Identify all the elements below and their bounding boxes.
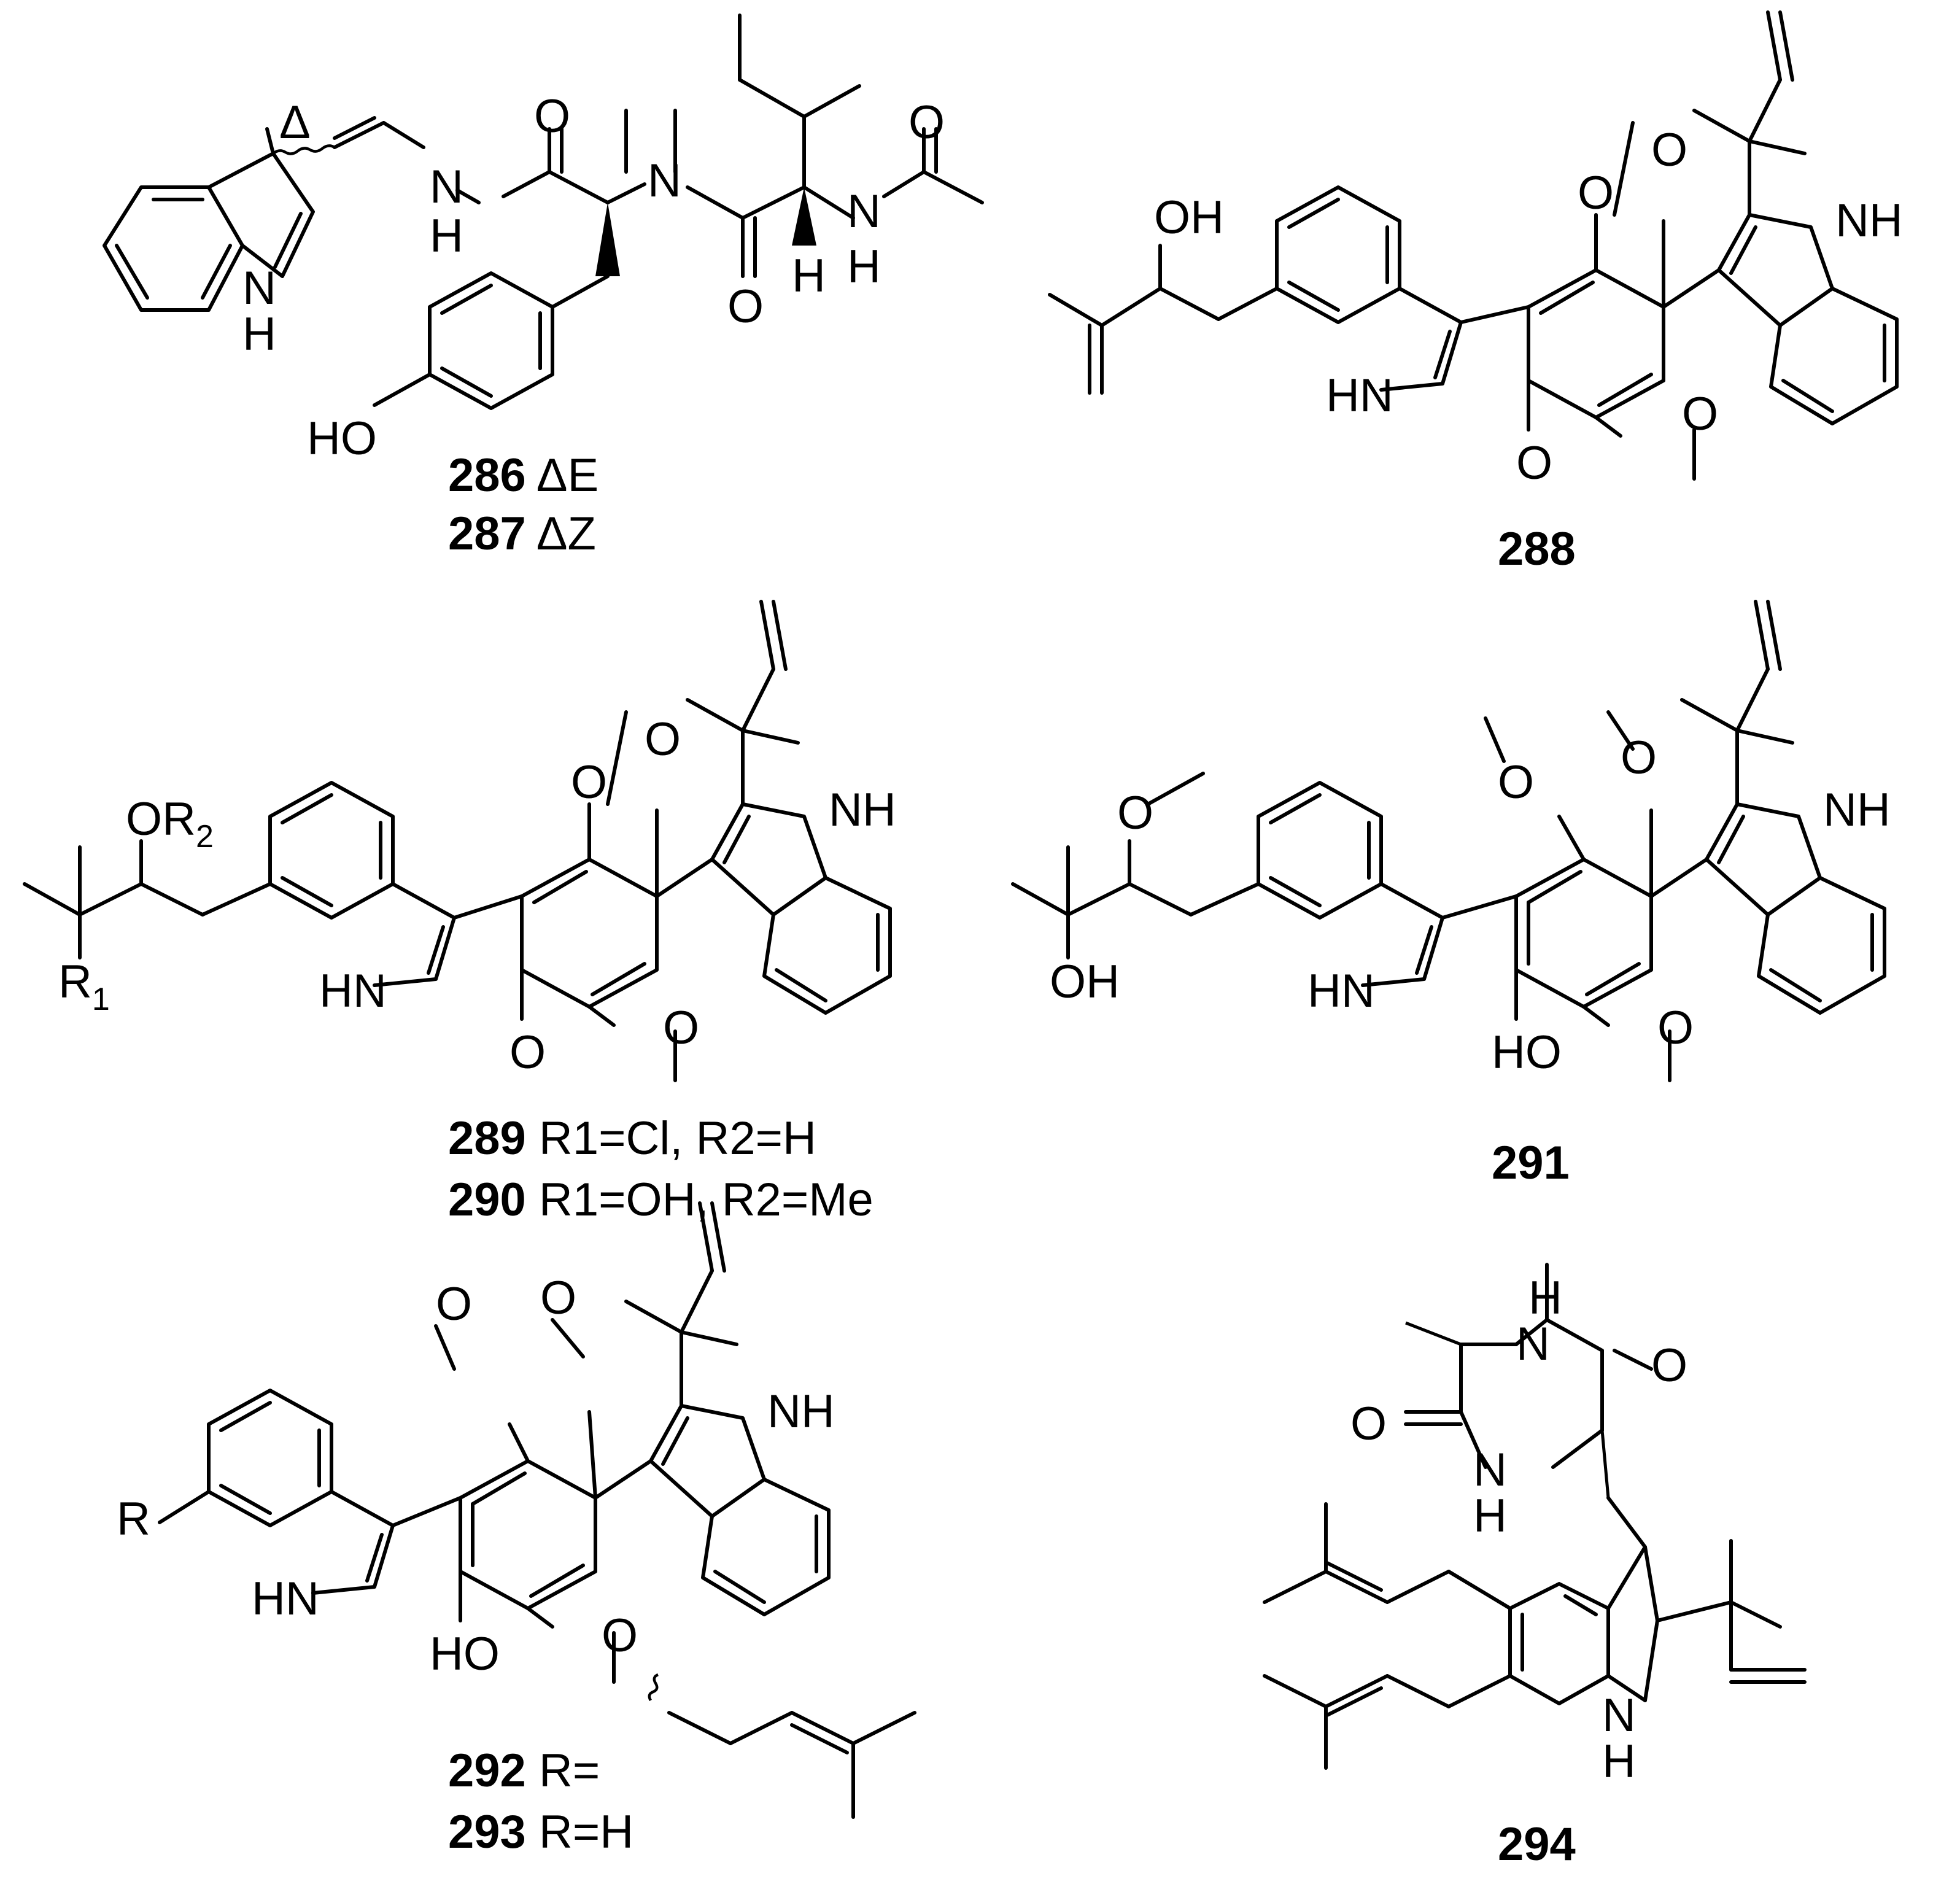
methoxy-o-label-289: O bbox=[645, 713, 681, 765]
methoxy-o-label-292b: O bbox=[540, 1272, 576, 1324]
carbonyl-o-label-294b: O bbox=[1350, 1398, 1387, 1450]
nh-label-291: NH bbox=[1823, 784, 1891, 836]
quinone-o-label-288b: O bbox=[1516, 437, 1552, 489]
methoxy-o-label-289b: O bbox=[663, 1002, 699, 1054]
ho-label-292: HO bbox=[430, 1628, 500, 1680]
caption-292: 292 R= bbox=[448, 1745, 600, 1797]
quinone-o-label-289: O bbox=[571, 756, 607, 808]
carbonyl-o-label: O bbox=[534, 90, 570, 142]
carbonyl-o-label-2: O bbox=[727, 281, 764, 333]
amide-n-label: N bbox=[430, 161, 463, 213]
caption-288: 288 bbox=[1498, 523, 1576, 575]
hn-label-291: HN bbox=[1307, 965, 1375, 1017]
structure-288: OH HN O O O O NH bbox=[1048, 10, 1903, 489]
nh-label-292: NH bbox=[767, 1386, 835, 1438]
nh-label-288: NH bbox=[1835, 195, 1903, 247]
n-label-294b: N bbox=[1473, 1444, 1507, 1496]
acetyl-o-label: O bbox=[908, 96, 945, 149]
r1-label: R1 bbox=[58, 956, 110, 1017]
indole-h-label-294: H bbox=[1602, 1735, 1636, 1788]
h-label-294b: H bbox=[1473, 1490, 1507, 1542]
structure-294: H N O O N H N H bbox=[1263, 1263, 1807, 1788]
caption-290: 290 R1=OH, R2=Me bbox=[448, 1174, 873, 1226]
carbonyl-o-label-294: O bbox=[1651, 1339, 1687, 1392]
oh-label-291: OH bbox=[1050, 956, 1120, 1008]
methoxy-o-label-291a: O bbox=[1498, 756, 1534, 808]
hn-label-289: HN bbox=[319, 965, 387, 1017]
nh-h-label-294: H bbox=[1528, 1272, 1562, 1324]
structure-292-293: R HN O O HO O NH bbox=[117, 1201, 916, 1819]
ho-label-291: HO bbox=[1492, 1026, 1562, 1079]
methoxy-o-label-288: O bbox=[1651, 124, 1687, 176]
n-methyl-label: N bbox=[648, 155, 681, 207]
indole-n-label-294: N bbox=[1602, 1689, 1636, 1742]
acetyl-h-label: H bbox=[847, 241, 881, 293]
methoxy-o-label-288b: O bbox=[1682, 388, 1718, 440]
caption-291: 291 bbox=[1492, 1137, 1570, 1189]
structure-286-287: Δ N H O N O H N H O N H HO bbox=[103, 14, 984, 465]
structure-291: O OH HN O O HO O NH bbox=[1011, 600, 1891, 1082]
caption-293: 293 R=H bbox=[448, 1806, 633, 1858]
quinone-o-label-289b: O bbox=[509, 1026, 546, 1079]
methoxy-o-label-292a: O bbox=[436, 1278, 472, 1330]
caption-287: 287 ΔZ bbox=[448, 508, 596, 560]
acetyl-n-label: N bbox=[847, 185, 881, 238]
nh-label-289: NH bbox=[829, 784, 896, 836]
methoxy-o-label-291: O bbox=[1117, 787, 1153, 839]
methoxy-o-label-292c: O bbox=[602, 1610, 638, 1662]
hn-label-288: HN bbox=[1326, 370, 1393, 422]
caption-294: 294 bbox=[1498, 1818, 1576, 1870]
alpha-h-label: H bbox=[792, 250, 826, 302]
caption-289: 289 R1=Cl, R2=H bbox=[448, 1112, 816, 1165]
caption-286: 286 ΔE bbox=[448, 449, 598, 502]
nh-n-label-294: N bbox=[1516, 1318, 1550, 1370]
structure-289-290: OR2 R1 HN O O O O NH bbox=[23, 600, 896, 1082]
indole-n-label: N bbox=[242, 262, 276, 314]
or2-label: OR2 bbox=[126, 793, 214, 855]
methoxy-o-label-291c: O bbox=[1657, 1002, 1694, 1054]
delta-label: Δ bbox=[279, 96, 311, 149]
oh-label-288: OH bbox=[1154, 192, 1224, 244]
phenol-ho-label: HO bbox=[307, 413, 377, 465]
quinone-o-label-288: O bbox=[1578, 167, 1614, 219]
r-label-292: R bbox=[117, 1493, 150, 1545]
amide-h-label: H bbox=[430, 210, 463, 262]
methoxy-o-label-291b: O bbox=[1621, 732, 1657, 784]
indole-h-label: H bbox=[242, 308, 276, 360]
hn-label-292: HN bbox=[252, 1573, 319, 1625]
